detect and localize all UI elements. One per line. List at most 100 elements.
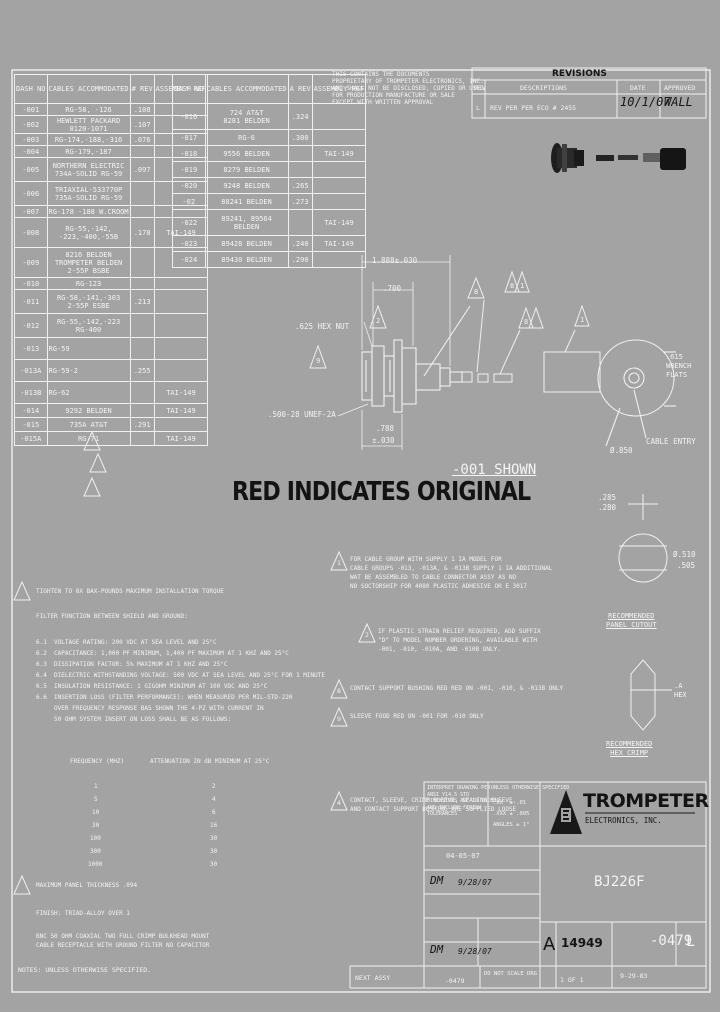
note-6-item: 6.3 DISSIPATION FACTOR: 5% MAXIMUM AT 1 …	[36, 661, 228, 668]
note-1-description: BNC 50 OHM COAXIAL TWO FULL CRIMP BULKHE…	[36, 933, 210, 949]
note-6-title: FILTER FUNCTION BETWEEN SHIELD AND GROUN…	[36, 613, 188, 620]
dim-wrench-flats: .615 WRENCH FLATS	[666, 353, 692, 379]
table-cell: 8279 BELDEN	[204, 161, 289, 178]
panel-dim-b: .280	[598, 503, 617, 512]
attenuation-db: 30	[210, 861, 218, 868]
table-cell: RG-62	[46, 381, 131, 404]
table-cell: -013B	[14, 381, 48, 404]
title-block-frame	[349, 781, 707, 989]
note-flag: 2	[365, 631, 369, 639]
table-cell	[153, 417, 209, 432]
issue-date: 9-29-83	[620, 972, 648, 980]
table-cell: 89241, 89564 BELDEN	[204, 209, 289, 236]
header-cables: CABLES ACCOMMODATED	[204, 74, 289, 104]
note-2-finish: FINISH: TRIAD-ALLOY OVER 1	[36, 910, 130, 917]
table-cell	[153, 313, 209, 338]
table-cell	[311, 103, 367, 130]
table-cell: -013	[14, 337, 48, 360]
table-cell: 735A AT&T	[46, 417, 131, 432]
note-text: IF PLASTIC STRAIN RELIEF REQUIRED, ADD S…	[378, 628, 541, 653]
table-cell	[129, 145, 155, 158]
shown-note: -001 SHOWN	[452, 462, 537, 478]
company-name: TROMPETER	[583, 790, 709, 812]
attenuation-db: 6	[212, 809, 216, 816]
table-cell: RG-123	[46, 277, 131, 290]
table-cell	[287, 161, 313, 178]
tolerance-row: ANGLES ± 1°	[493, 822, 530, 828]
tolerance-row: .XX ± .01	[493, 800, 527, 806]
panel-cutout-label: RECOMMENDED PANEL CUTOUT	[606, 612, 657, 629]
revisions-frame	[471, 67, 707, 119]
dim-dia-850: Ø.850	[610, 446, 633, 455]
table-cell	[287, 145, 313, 162]
table-cell: 9248 BELDEN	[204, 177, 289, 194]
rev-row-date: 10/1/07	[620, 95, 671, 109]
table-cell	[153, 289, 209, 314]
table-cell: TAI-149	[311, 235, 367, 252]
table-cell: RG-55,-142,-223 RG-400	[46, 313, 131, 338]
attenuation-header-freq: FREQUENCY (MHZ)	[70, 758, 125, 765]
table-cell	[311, 193, 367, 210]
table-cell: .076	[129, 133, 155, 146]
panel-dim-d: .505	[677, 561, 696, 570]
note-flag: 8	[337, 687, 341, 695]
note-flag: 4	[337, 799, 341, 807]
sheet-border	[11, 69, 711, 993]
table-cell: -02	[172, 193, 206, 210]
attenuation-freq: 5	[94, 796, 98, 803]
loose-parts	[461, 299, 601, 393]
desc-header: DESCRIPTIONS	[520, 84, 567, 92]
table-cell: .213	[129, 289, 155, 314]
drawing-number: -0479	[650, 933, 693, 949]
table-cell: HEWLETT PACKARD 8120-1071	[46, 115, 131, 134]
table-cell: .324	[287, 103, 313, 130]
attenuation-db: 16	[210, 822, 218, 829]
table-cell	[153, 359, 209, 382]
table-cell: 724 AT&T 8281 BELDEN	[204, 103, 289, 130]
checked-signature: DM	[430, 874, 444, 887]
table-cell: TRIAXIAL-533770P 735A-SOLID RG-59	[46, 181, 131, 206]
table-cell: NORTHERN ELECTRIC 734A-SOLID RG-59	[46, 157, 131, 182]
approved-header: APPROVED	[664, 84, 696, 92]
note-text: CONTACT, SLEEVE, CRIMP SLEEVE, SEALING S…	[350, 797, 517, 813]
table-cell: -014	[14, 403, 48, 418]
tolerance-note: INTERPRET DRAWING PER ANSI Y14.5 STD DIM…	[427, 785, 500, 817]
attenuation-db: 2	[212, 783, 216, 790]
table-cell: RG-55,-142, -223,-400,-55B	[46, 217, 131, 248]
used-on: -0479	[445, 977, 465, 985]
attenuation-freq: 1000	[88, 861, 103, 868]
note-6-item: 6.4 DIELECTRIC WITHSTANDING VOLTAGE: 500…	[36, 672, 325, 679]
cable-table-right: DASH NO CABLES ACCOMMODATED A REV ASSEMB…	[172, 74, 367, 268]
note-text: SLEEVE FOOD RED ON -001 FOR -010 ONLY	[350, 713, 484, 720]
attenuation-db: 30	[210, 848, 218, 855]
dim-thread: .500-28 UNEF-2A	[268, 410, 336, 419]
attenuation-header-db: ATTENUATION IN dB MINIMUM AT 25°C	[150, 758, 270, 765]
flag-number: 1	[580, 316, 585, 324]
rev-row-desc: REV PER PER ECO # 2455	[490, 104, 577, 112]
table-cell	[287, 209, 313, 236]
header-cables: CABLES ACCOMMODATED	[46, 74, 131, 104]
table-cell: -003	[14, 133, 48, 146]
table-cell: 9292 BELDEN	[46, 403, 131, 418]
table-cell: RG-58,-141,-303 2-55P ESBE	[46, 289, 131, 314]
flag-number: 8	[474, 288, 479, 296]
table-cell	[129, 247, 155, 278]
note-6-item: 6.5 INSULATION RESISTANCE: 1 GIGOHM MINI…	[36, 683, 268, 690]
table-cell: -012	[14, 313, 48, 338]
table-cell: .097	[129, 157, 155, 182]
revisions-title: REVISIONS	[552, 69, 607, 79]
approved-date: 9/28/07	[458, 947, 492, 956]
table-cell: -024	[172, 251, 206, 268]
note-text: CONTACT SUPPORT BUSHING RED RED ON -001,…	[350, 685, 564, 692]
table-cell: .300	[287, 129, 313, 146]
approved-signature: DM	[430, 943, 444, 956]
